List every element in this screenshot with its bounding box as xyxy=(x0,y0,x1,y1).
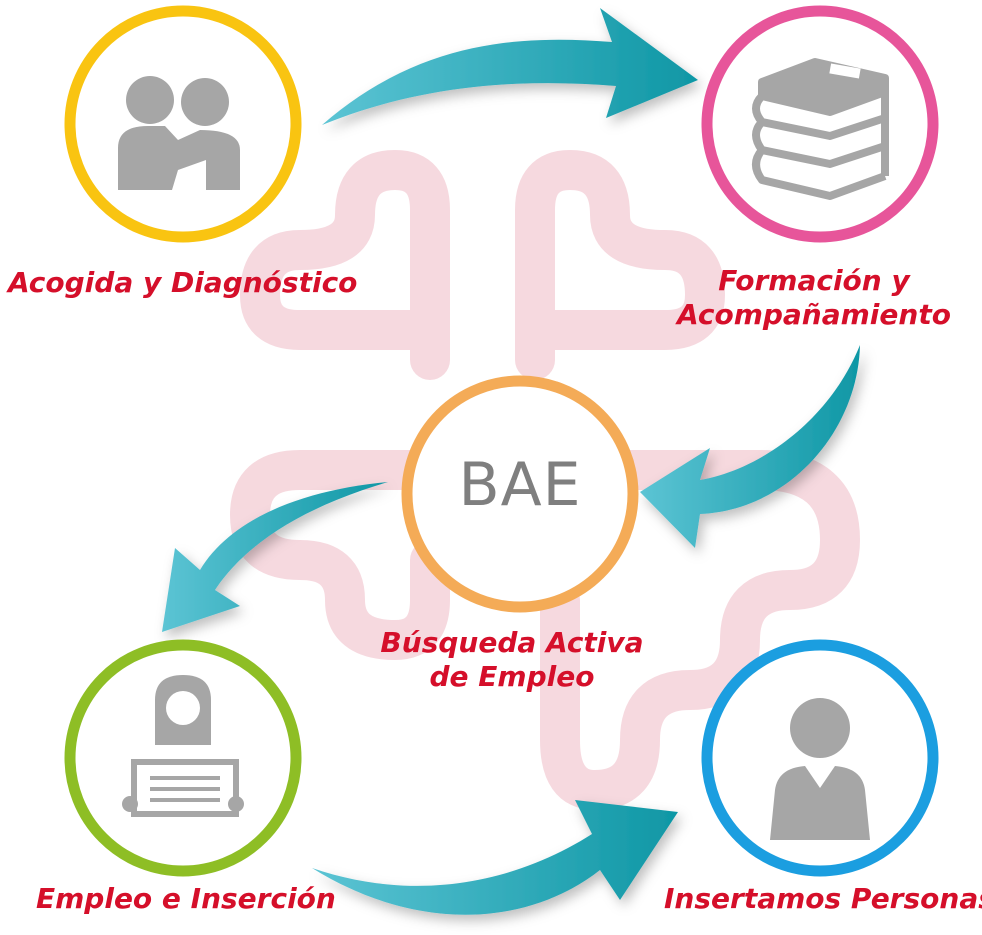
arrow-bae-to-empleo xyxy=(162,482,388,632)
arrow-formacion-to-bae xyxy=(640,345,860,548)
node-bae xyxy=(401,375,639,613)
arrows xyxy=(162,8,860,915)
books-stack-icon xyxy=(752,58,889,200)
node-acogida xyxy=(64,5,302,243)
node-formacion xyxy=(701,5,939,243)
acogida-ring xyxy=(64,5,302,243)
label-empleo: Empleo e Inserción xyxy=(36,882,336,915)
business-person-icon xyxy=(770,698,870,840)
bae-ring xyxy=(401,375,639,613)
people-hugging-icon xyxy=(118,76,240,190)
background-logo xyxy=(230,150,860,810)
node-empleo xyxy=(64,639,302,877)
bae-center-text: BAE xyxy=(458,450,582,520)
label-formacion: Formación y Acompañamiento xyxy=(677,264,951,331)
arrow-empleo-to-insertamos xyxy=(312,800,678,915)
label-bae-caption: Búsqueda Activa de Empleo xyxy=(380,626,644,693)
empleo-ring xyxy=(64,639,302,877)
person-holding-document-icon xyxy=(122,675,244,817)
node-insertamos xyxy=(701,639,939,877)
formacion-ring xyxy=(701,5,939,243)
label-insertamos: Insertamos Personas xyxy=(664,882,982,915)
label-acogida: Acogida y Diagnóstico xyxy=(8,266,358,299)
arrow-acogida-to-formacion xyxy=(322,8,698,125)
